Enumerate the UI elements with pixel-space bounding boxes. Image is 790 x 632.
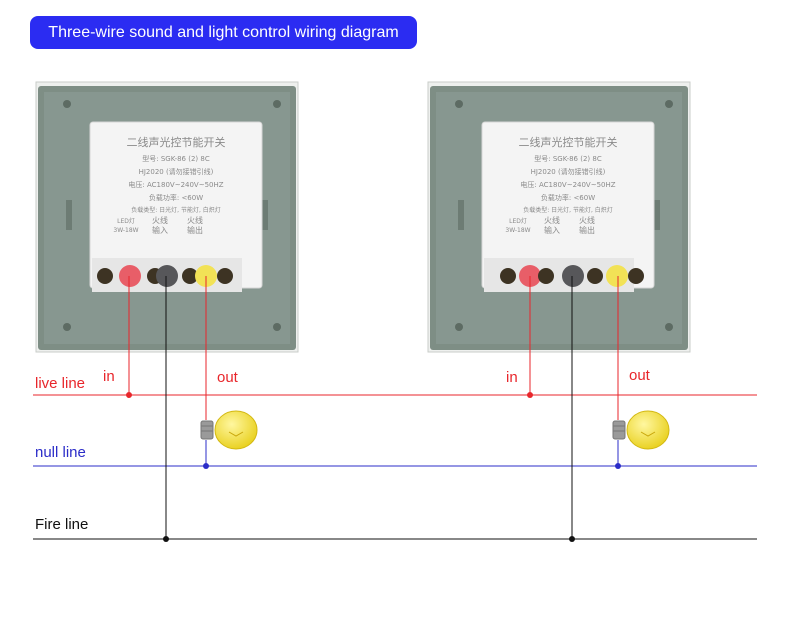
junction-null-left [203, 463, 209, 469]
module-title-left: 二线声光控节能开关 [127, 135, 226, 149]
switch-panel-left: 二线声光控节能开关 型号: SGK-86 (2) 8C HJ2020 (请勿接错… [35, 81, 299, 353]
module-firein-2-left: 输入 [152, 225, 168, 235]
out-label-left: out [217, 369, 239, 386]
fire-line-label: Fire line [35, 516, 88, 533]
module-firein-2-right: 输入 [544, 225, 560, 235]
module-code-right: HJ2020 (请勿接错引线) [531, 167, 606, 176]
out-label-right: out [629, 367, 651, 384]
module-fireout-2-left: 输出 [187, 225, 203, 235]
module-voltage-right: 电压: AC180V~240V~50HZ [520, 180, 615, 189]
light-bulb-icon [200, 410, 258, 450]
module-model-right: 型号: SGK-86 (2) 8C [534, 154, 602, 163]
diagram-title: Three-wire sound and light control wirin… [30, 16, 417, 49]
junction-fire-right [569, 536, 575, 542]
junction-null-right [615, 463, 621, 469]
switch-panel-right: 二线声光控节能开关 型号: SGK-86 (2) 8C HJ2020 (请勿接错… [427, 81, 691, 353]
module-power-right: 负载功率: <60W [541, 193, 595, 202]
module-loadtype-left: 负载类型: 日光灯, 节能灯, 白炽灯 [131, 206, 221, 214]
light-bulb-icon [612, 410, 670, 450]
module-model-left: 型号: SGK-86 (2) 8C [142, 154, 210, 163]
in-label-right: in [506, 369, 518, 386]
module-led-label-left: LED灯 [117, 217, 135, 225]
module-loadtype-right: 负载类型: 日光灯, 节能灯, 白炽灯 [523, 206, 613, 214]
live-line-label: live line [35, 375, 85, 392]
in-label-left: in [103, 368, 115, 385]
junction-live-left [126, 392, 132, 398]
module-fireout-2-right: 输出 [579, 225, 595, 235]
module-led-label-right: LED灯 [509, 217, 527, 225]
module-fireout-1-left: 火线 [187, 215, 203, 225]
junction-fire-left [163, 536, 169, 542]
junction-live-right [527, 392, 533, 398]
module-fireout-1-right: 火线 [579, 215, 595, 225]
module-title-right: 二线声光控节能开关 [519, 135, 618, 149]
module-code-left: HJ2020 (请勿接错引线) [139, 167, 214, 176]
module-voltage-left: 电压: AC180V~240V~50HZ [128, 180, 223, 189]
module-power-left: 负载功率: <60W [149, 193, 203, 202]
module-firein-1-left: 火线 [152, 215, 168, 225]
module-led-power-right: 3W-18W [505, 227, 530, 234]
module-led-power-left: 3W-18W [113, 227, 138, 234]
module-firein-1-right: 火线 [544, 215, 560, 225]
null-line-label: null line [35, 444, 86, 461]
